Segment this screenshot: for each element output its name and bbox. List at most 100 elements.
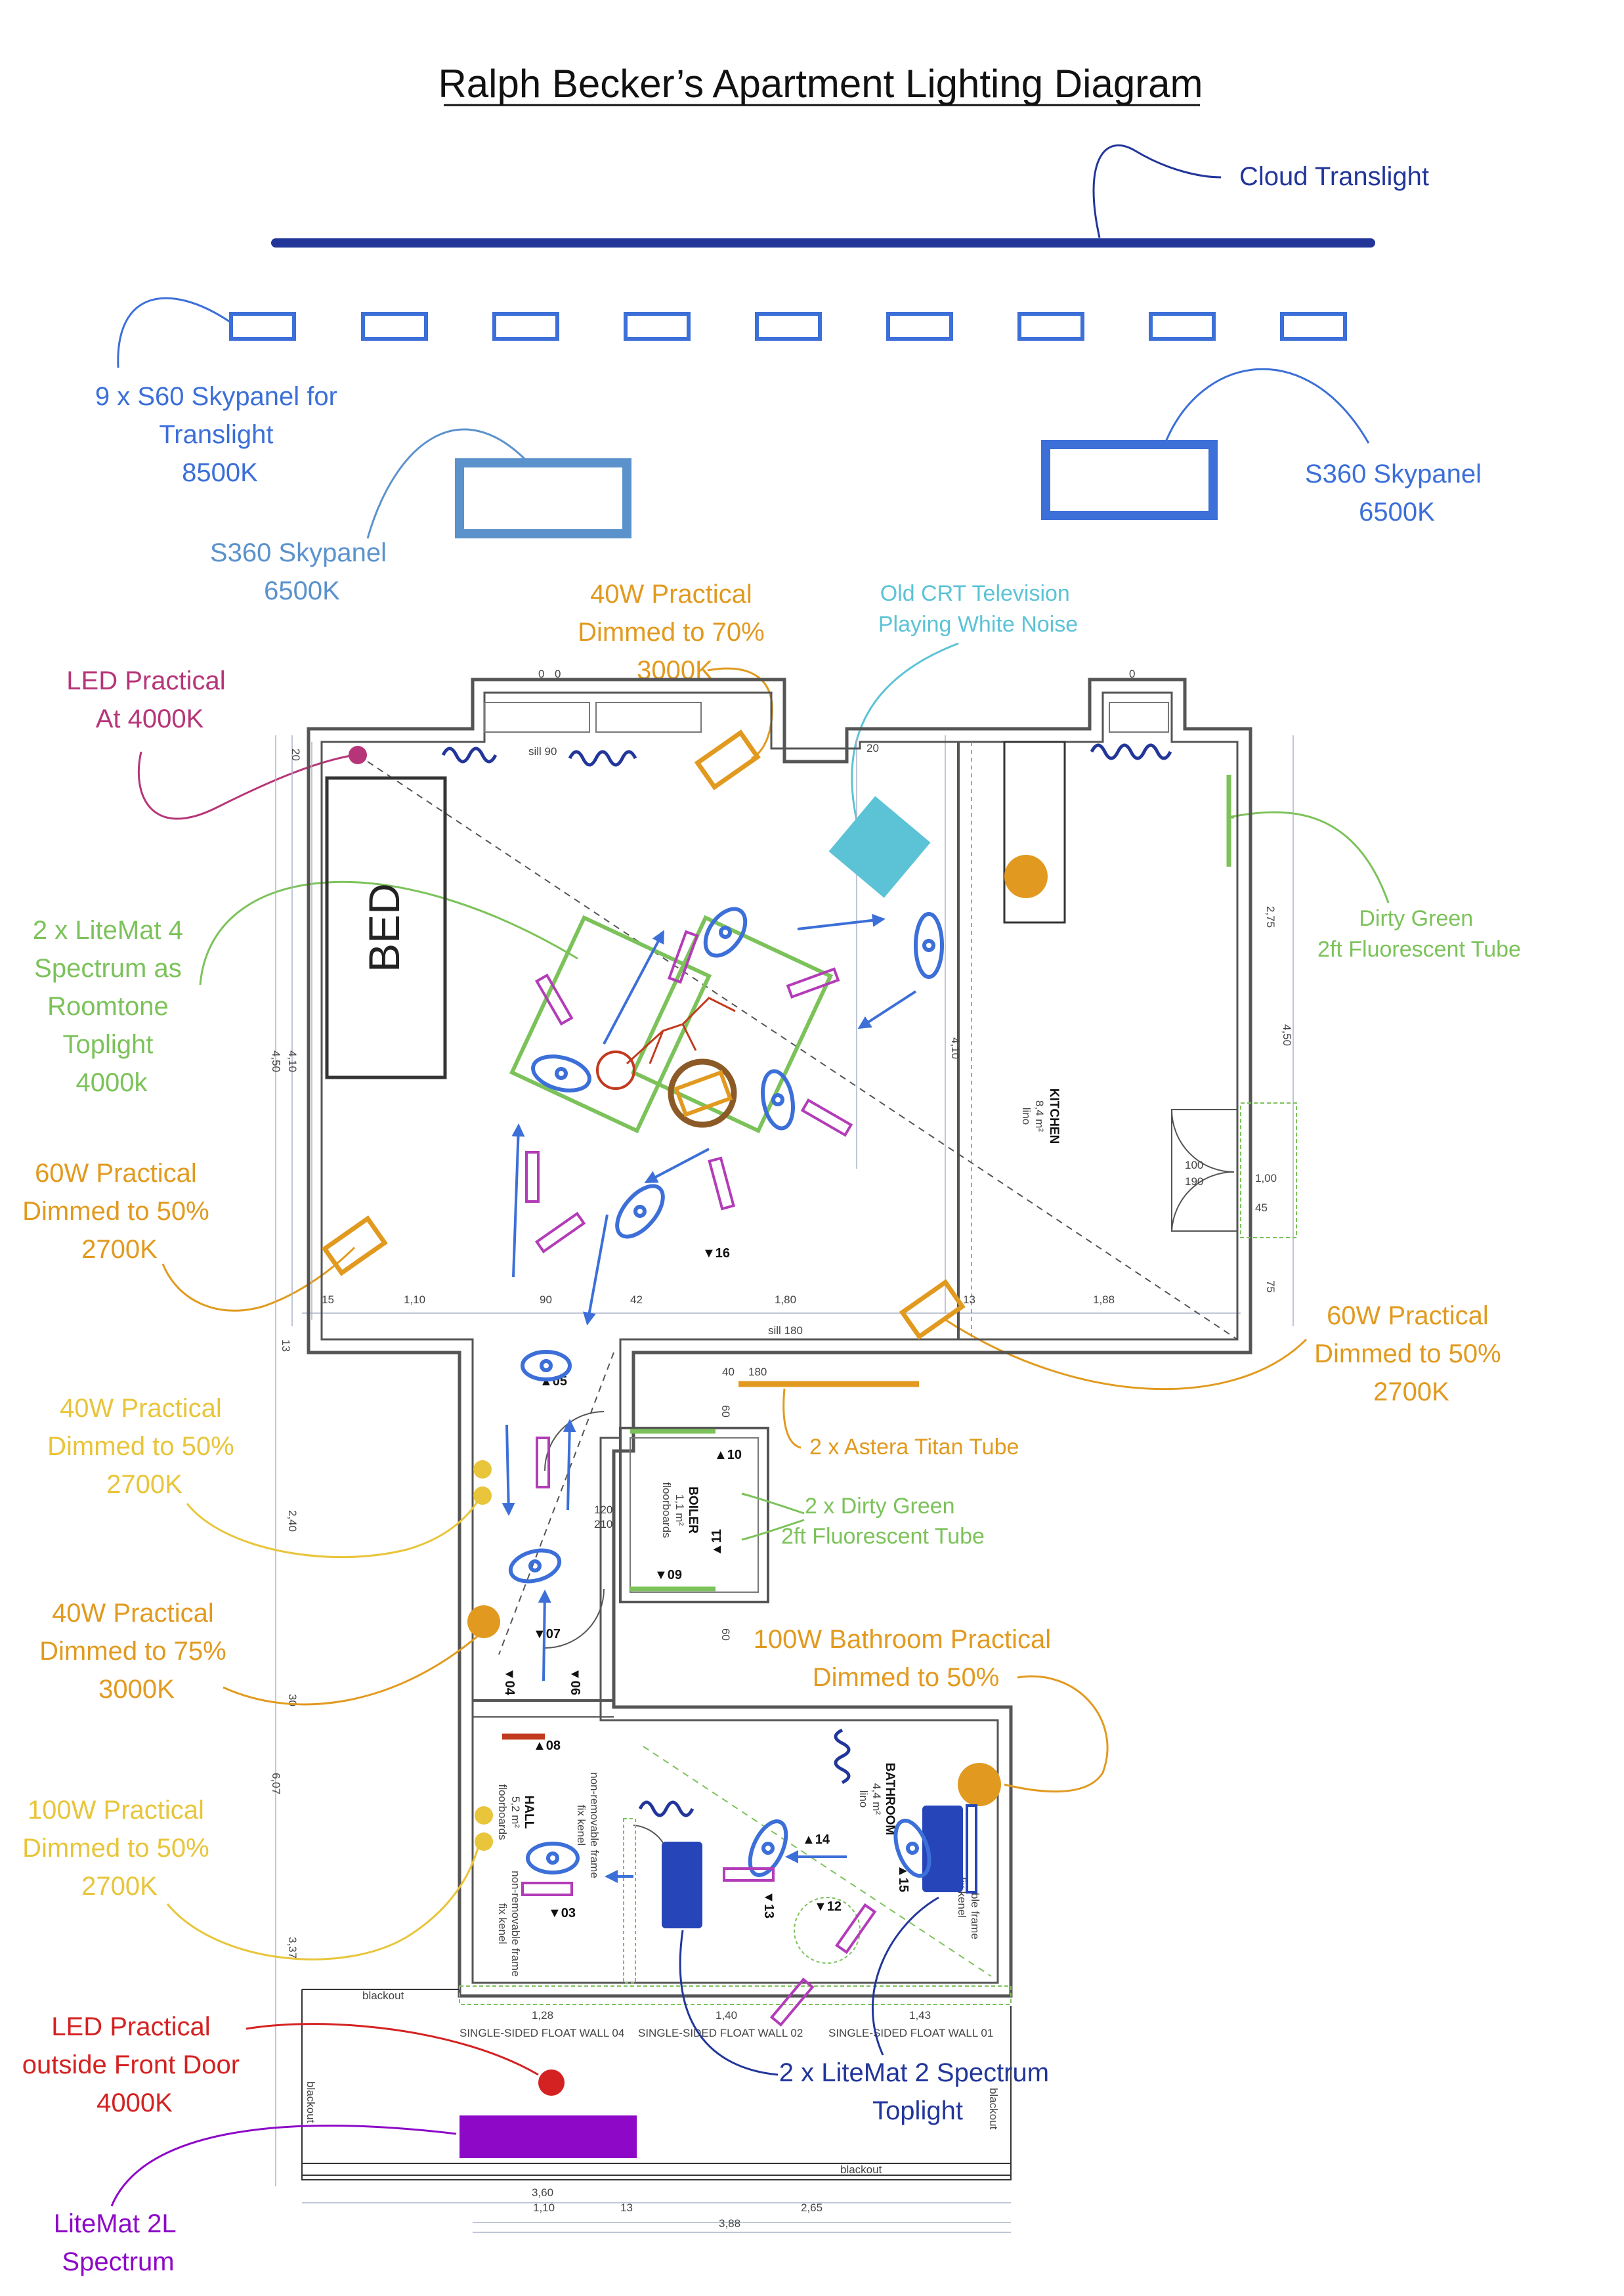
practical-40w-70 [694, 729, 761, 791]
label-practical-40w-70: 40W Practical Dimmed to 70% 3000K [578, 580, 772, 685]
dim-text: 2,40 [286, 1510, 299, 1532]
dim-text: 4,50 [1281, 1024, 1293, 1046]
s60-skypanel [1149, 312, 1216, 341]
bathroom-label: BATHROOM [883, 1763, 897, 1835]
leader-dirty-green-2 [741, 1492, 805, 1541]
arrow [797, 913, 886, 930]
non-removable-frame-text: non-removable frame fix kenel [575, 1772, 601, 1878]
position-marker: ▼09 [654, 1568, 682, 1582]
dim-text: 190 [1185, 1175, 1203, 1188]
hall-door [544, 1411, 605, 1471]
led-front-door [538, 2069, 565, 2096]
arrow [603, 930, 664, 1045]
dim-text: 4,10 [286, 1051, 299, 1072]
table-circle [596, 1051, 635, 1090]
leader-practical-40w-75 [223, 1634, 480, 1706]
dim-text: 0 [538, 668, 544, 680]
kitchen-door [1171, 1109, 1237, 1232]
bed-label: BED [360, 883, 408, 972]
s60-skypanel [624, 312, 691, 341]
float-wall-strip [459, 1985, 1012, 2005]
blackout-label-bottom: blackout [840, 2163, 882, 2176]
blackout-label: blackout [362, 1989, 404, 2002]
kitchen-room-text: KITCHEN 8,4 m² lino [1020, 1089, 1061, 1144]
dim-text: 15 [322, 1293, 334, 1306]
litemat2l-panel [459, 2115, 637, 2158]
window [595, 702, 702, 733]
s60-skypanel [1017, 312, 1084, 341]
frame-text: non-removable frame [509, 1871, 522, 1977]
position-marker: ▼04 [502, 1668, 517, 1696]
label-s60-skypanel: 9 x S60 Skypanel for Translight 8500K [95, 382, 345, 487]
position-marker: ▼06 [568, 1668, 582, 1695]
floor-plan: 0 0 0 sill 90 100 190 1,00 45 BED KITCHE… [270, 668, 1297, 2233]
position-marker: ▲14 [802, 1832, 830, 1847]
leader-s60 [117, 297, 230, 368]
squiggle [441, 747, 498, 764]
boiler-room-inner [630, 1437, 759, 1593]
crt-television [828, 796, 931, 898]
blackout-label-right: blackout [987, 2088, 1000, 2130]
leader-cloud [1092, 144, 1222, 238]
practical-40w-50-dot [473, 1460, 492, 1479]
arrow [563, 1419, 576, 1511]
dim-text: 3,88 [719, 2217, 740, 2230]
dim-text: 75 [1264, 1280, 1277, 1293]
label-crt-tv: Old CRT Television Playing White Noise [878, 581, 1078, 637]
dim-text: 42 [630, 1293, 643, 1306]
camera-ellipses [508, 907, 944, 1878]
dim-text: 1,80 [775, 1293, 796, 1306]
arrow [583, 1214, 609, 1326]
dim-text: 1,40 [716, 2009, 737, 2022]
dim-text: 13 [963, 1293, 975, 1306]
label-litemat2: 2 x LiteMat 2 Spectrum Toplight [779, 2058, 1056, 2125]
leader-practical-40w-70 [707, 667, 773, 760]
hall-door [544, 1588, 605, 1649]
hall-room-text: HALL 5,2 m² floorboards [496, 1784, 536, 1840]
kitchen-area: 8,4 m² [1033, 1100, 1046, 1133]
label-s360-left: S360 Skypanel 6500K [210, 538, 394, 605]
boiler-room [619, 1427, 769, 1603]
boiler-area: 1,1 m² [673, 1494, 686, 1527]
dim-text: 6,07 [270, 1773, 282, 1794]
position-marker: ▲08 [533, 1739, 561, 1753]
dim-text: 3,37 [286, 1937, 299, 1959]
float-wall-label: SINGLE-SIDED FLOAT WALL 01 [828, 2027, 993, 2039]
label-dirty-green-1: Dirty Green 2ft Fluorescent Tube [1317, 906, 1521, 962]
dim-text: 20 [289, 748, 302, 761]
dim-text: 100 [1185, 1159, 1203, 1171]
dim-text: 40 [722, 1366, 735, 1378]
dim-text: 1,10 [404, 1293, 425, 1306]
magenta-practicals [521, 930, 877, 2027]
main-walls [307, 678, 1252, 1998]
window [484, 702, 590, 733]
practical-lamp [525, 1151, 540, 1203]
practical-lamp [667, 930, 699, 984]
bed [325, 776, 447, 1079]
position-marker: ▼16 [702, 1246, 730, 1261]
arrow [644, 1148, 710, 1183]
kitchen-label: KITCHEN [1047, 1089, 1061, 1144]
leader-litemat2-b [872, 1896, 939, 2056]
leader-litemat2l [110, 2125, 457, 2207]
blackout-bottom [301, 2163, 1012, 2176]
position-marker: ▲11 [710, 1529, 724, 1556]
squiggle [568, 750, 637, 767]
practical-lamp [723, 1867, 775, 1882]
camera-ellipse [615, 1184, 665, 1239]
practical-round-shade [673, 1070, 733, 1117]
s60-skypanel [492, 312, 559, 341]
camera-ellipse [914, 912, 944, 979]
camera-ellipse [893, 1818, 931, 1878]
s60-skypanel [229, 312, 296, 341]
litemat4-panel [509, 915, 712, 1134]
s60-skypanel-row [229, 312, 1347, 341]
dim-text: 1,00 [1255, 1172, 1277, 1184]
sill-label-mid: sill 180 [768, 1324, 803, 1337]
practical-lamp [800, 1098, 853, 1137]
frame-text: non-removable frame [588, 1772, 601, 1878]
led-practical-4000 [349, 746, 367, 764]
leader-led-4000 [137, 751, 355, 820]
dim-text: 0 [555, 668, 561, 680]
position-marker: ▼07 [533, 1627, 561, 1641]
